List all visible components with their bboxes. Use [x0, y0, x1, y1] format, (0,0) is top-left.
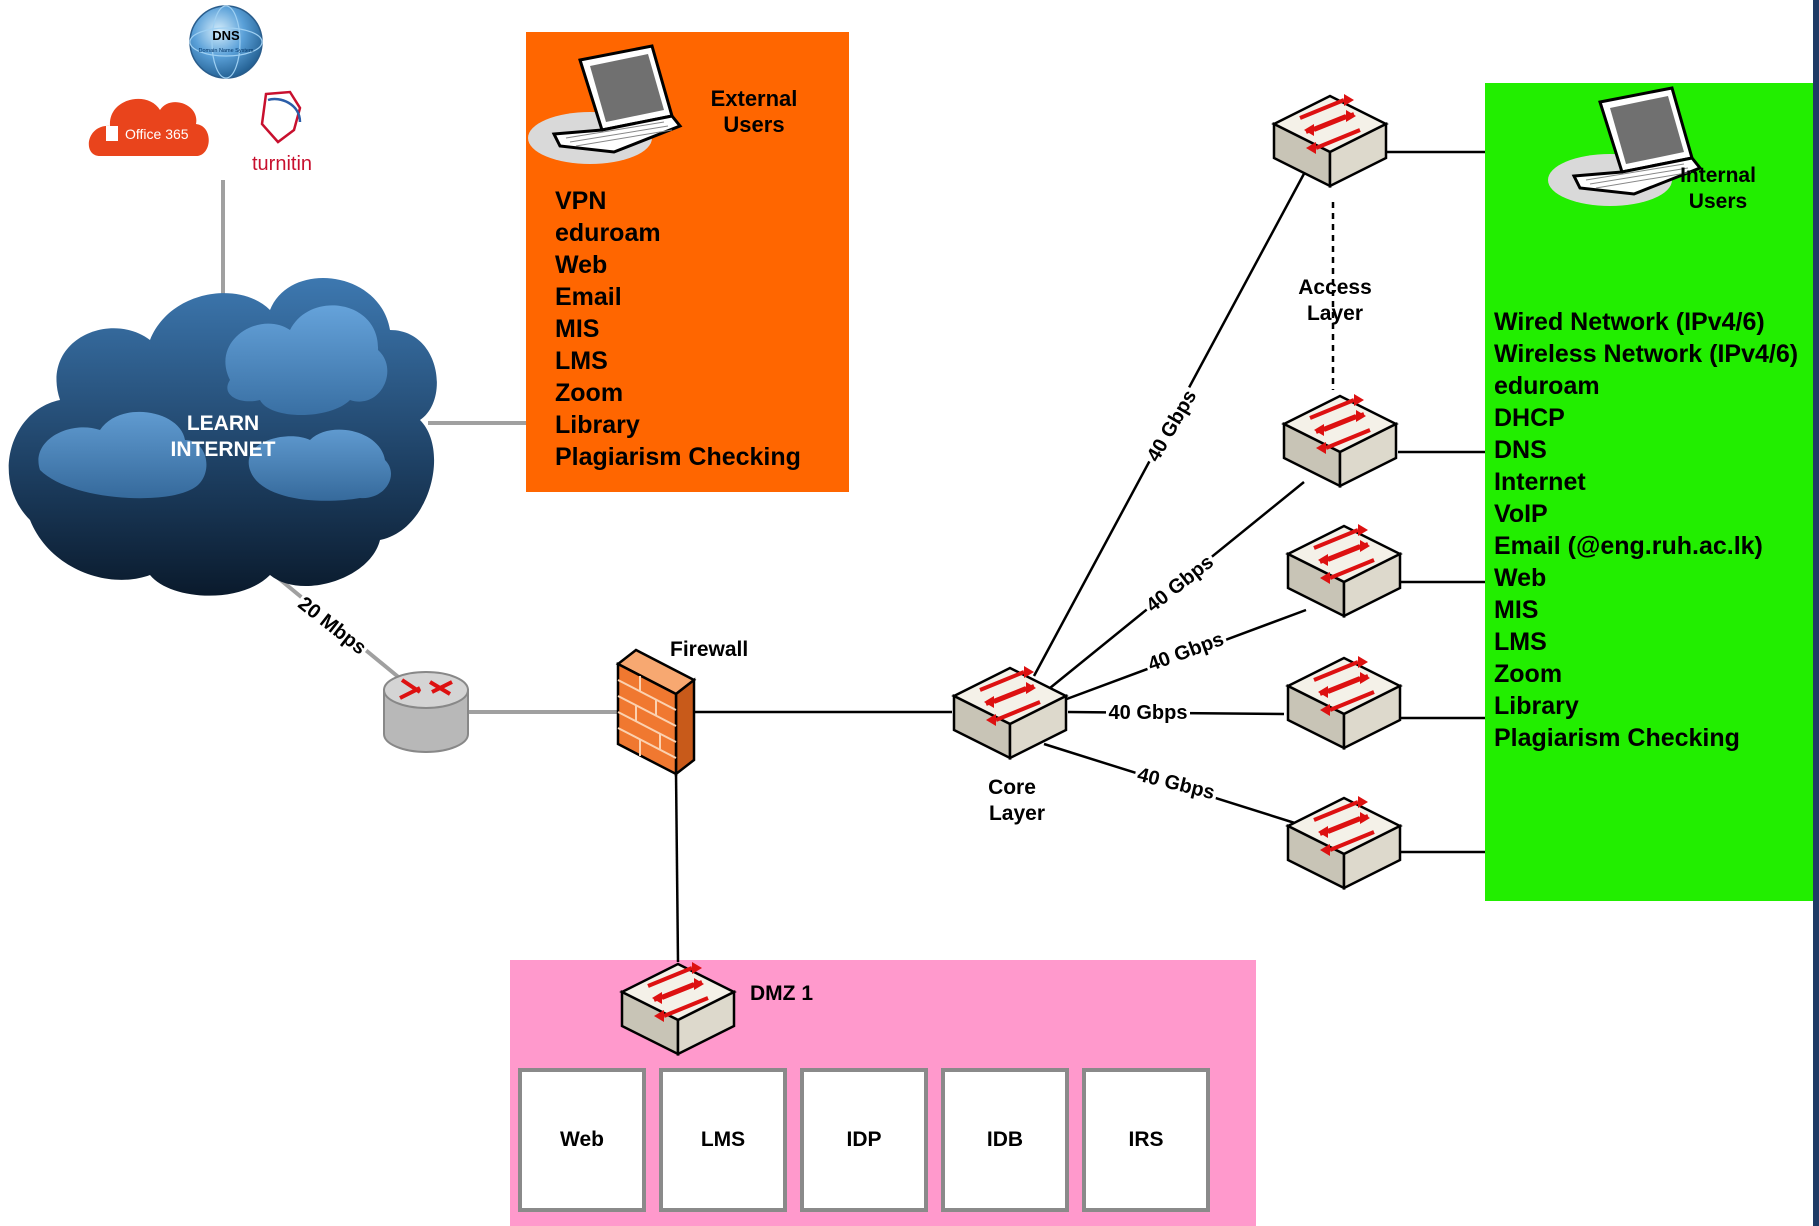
internal-service-item: Wired Network (IPv4/6)	[1494, 308, 1765, 336]
core-link-label: 40 Gbps	[1109, 702, 1188, 724]
internal-service-item: Web	[1494, 564, 1547, 592]
core-switch-icon	[952, 664, 1068, 760]
turnitin-icon: turnitin	[252, 90, 312, 175]
internal-services-list: Wired Network (IPv4/6) Wireless Network (…	[1494, 306, 1798, 754]
office365-icon: Office 365	[88, 98, 209, 156]
internal-laptop-icon	[1546, 86, 1702, 208]
access-switch-icon	[1282, 392, 1398, 488]
dmz-server-idp: IDP	[800, 1068, 928, 1212]
external-service-item: Plagiarism Checking	[555, 443, 801, 471]
internal-service-item: Internet	[1494, 468, 1586, 496]
internal-service-item: DNS	[1494, 436, 1547, 464]
external-users-zone	[526, 32, 849, 492]
internal-service-item: eduroam	[1494, 372, 1600, 400]
external-service-item: Zoom	[555, 379, 624, 407]
internal-service-item: Wireless Network (IPv4/6)	[1494, 340, 1799, 368]
access-switch-icon	[1286, 654, 1402, 750]
turnitin-label: turnitin	[252, 153, 312, 175]
dns-logo-text: DNS	[212, 28, 240, 43]
internal-users-zone	[1485, 83, 1819, 901]
dmz-server-web: Web	[518, 1068, 646, 1212]
internal-service-item: Library	[1494, 692, 1579, 720]
core-link-label: 40 Gbps	[1142, 551, 1218, 617]
dmz-server-lms: LMS	[659, 1068, 787, 1212]
router-icon	[383, 671, 469, 753]
internal-service-item: Email (@eng.ruh.ac.lk)	[1494, 532, 1763, 560]
wan-link-label: 20 Mbps	[294, 593, 371, 660]
dmz-server-idb: IDB	[941, 1068, 1069, 1212]
external-service-item: MIS	[555, 315, 600, 343]
external-service-item: Web	[555, 251, 608, 279]
external-service-item: eduroam	[555, 219, 661, 247]
dns-logo-subtext: Domain Name System	[198, 48, 253, 54]
external-laptop-icon	[526, 44, 682, 166]
internal-service-item: Plagiarism Checking	[1494, 724, 1740, 752]
dmz-server-irs: IRS	[1082, 1068, 1210, 1212]
internal-service-item: MIS	[1494, 596, 1539, 624]
firewall-icon	[615, 648, 697, 777]
core-link-label: 40 Gbps	[1145, 628, 1227, 676]
dmz-switch-icon	[620, 960, 736, 1056]
right-edge-bar	[1813, 0, 1819, 1226]
office365-label: Office 365	[125, 126, 189, 142]
firewall-label: Firewall	[670, 638, 748, 661]
internal-service-item: LMS	[1494, 628, 1547, 656]
dns-globe-icon: DNS Domain Name System	[189, 5, 263, 79]
dmz-label: DMZ 1	[750, 982, 813, 1005]
external-service-item: LMS	[555, 347, 608, 375]
access-switch-icon	[1286, 794, 1402, 890]
access-switch-icon	[1272, 92, 1388, 188]
external-service-item: VPN	[555, 187, 607, 215]
access-switch-icon	[1286, 522, 1402, 618]
internal-service-item: DHCP	[1494, 404, 1565, 432]
internal-service-item: Zoom	[1494, 660, 1563, 688]
internal-service-item: VoIP	[1494, 500, 1548, 528]
external-service-item: Email	[555, 283, 622, 311]
external-service-item: Library	[555, 411, 640, 439]
